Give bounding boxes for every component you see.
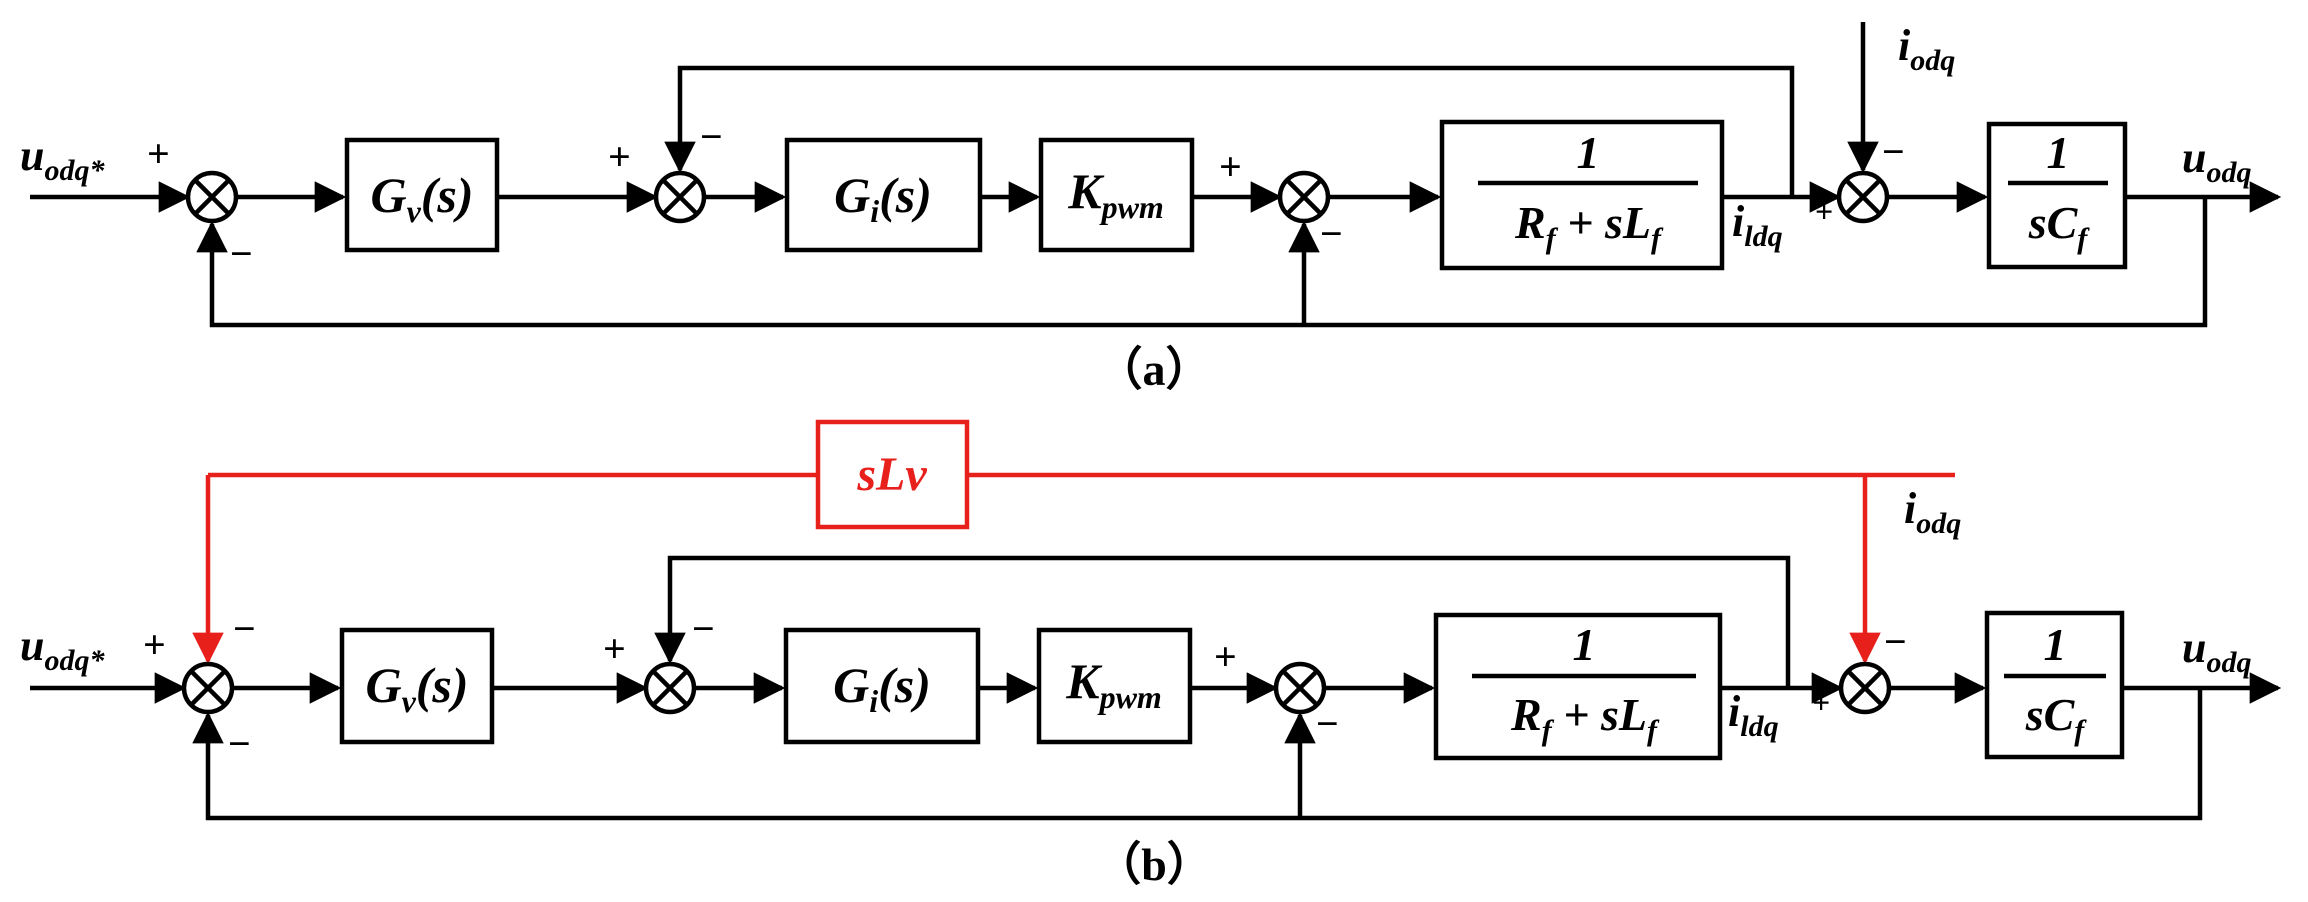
kpwm-label: Kpwm: [1065, 653, 1162, 715]
sign-s3-fb: −: [1316, 701, 1339, 746]
input-label: uodq*: [20, 621, 105, 677]
sign-s3-in: +: [1219, 144, 1242, 189]
sign-s3-fb: −: [1320, 211, 1343, 256]
disturbance-label: iodq: [1904, 484, 1961, 540]
rl-block: [1433, 612, 1723, 761]
sign-s1-virtual: −: [233, 606, 256, 651]
inductor-current-label: ildq: [1732, 197, 1783, 253]
gi-label: Gi(s): [834, 167, 932, 229]
sign-s1-in: +: [143, 622, 166, 667]
kpwm-block: [1038, 137, 1195, 253]
gv-label: Gv(s): [370, 167, 473, 229]
gv-label: Gv(s): [365, 657, 468, 719]
diagram-b: [30, 555, 2282, 821]
sign-s1-fb: −: [228, 721, 251, 766]
sign-s4-in: +: [1815, 193, 1833, 229]
sign-s2-in: +: [608, 134, 631, 179]
output-label: uodq: [2182, 133, 2251, 189]
cf-numerator: 1: [2044, 619, 2067, 670]
cf-numerator: 1: [2047, 127, 2070, 178]
sign-s2-fb: −: [700, 114, 723, 159]
gi-label: Gi(s): [833, 657, 931, 719]
gv-block: [344, 137, 500, 253]
voltage-feedback: [196, 197, 2208, 328]
rl-denominator: Rf + sLf: [1510, 689, 1660, 747]
sign-s3-in: +: [1214, 634, 1237, 679]
cf-block: [1984, 610, 2125, 760]
sum-junction-1: [188, 173, 236, 221]
kpwm-block: [1036, 627, 1193, 745]
sum-junction-2: [646, 664, 694, 712]
diagram-b-labels: uodq* uodq iodq ildq sLv + − − + − + − +…: [20, 448, 2251, 890]
current-feedback: [664, 65, 1795, 197]
cf-denominator: sCf: [2025, 689, 2088, 747]
cf-denominator: sCf: [2028, 197, 2091, 255]
rl-numerator: 1: [1573, 619, 1596, 670]
sign-s2-in: +: [603, 626, 626, 671]
cf-block: [1986, 121, 2128, 270]
rl-denominator: Rf + sLf: [1514, 197, 1664, 255]
sum-junction-4: [1841, 664, 1889, 712]
sign-s1-in: +: [147, 131, 170, 176]
diagram-a: [30, 22, 2282, 328]
output-label: uodq: [2182, 623, 2251, 679]
gi-block: [784, 137, 983, 253]
input-label: uodq*: [20, 131, 105, 187]
sum-junction-4: [1839, 173, 1887, 221]
gi-block: [783, 627, 981, 745]
slv-block: [815, 419, 970, 530]
caption-a: （a）: [1097, 344, 1212, 395]
kpwm-label: Kpwm: [1067, 163, 1164, 225]
sum-junction-2: [656, 173, 704, 221]
sign-s1-fb: −: [230, 231, 253, 276]
rl-block: [1439, 119, 1725, 271]
gv-block: [339, 627, 495, 745]
rl-numerator: 1: [1577, 127, 1600, 178]
virtual-impedance-path: [192, 419, 1955, 665]
sum-junction-1: [184, 664, 232, 712]
slv-label: sLv: [856, 448, 927, 501]
sign-s4-in: +: [1812, 684, 1830, 720]
inductor-current-label: ildq: [1728, 687, 1779, 743]
voltage-feedback: [192, 688, 2203, 821]
current-feedback: [654, 555, 1791, 688]
caption-b: （b）: [1095, 839, 1213, 890]
sign-s4-dist: −: [1882, 129, 1905, 174]
sign-s4-dist: −: [1884, 619, 1907, 664]
sign-s2-fb: −: [692, 606, 715, 651]
diagram-a-labels: uodq* uodq iodq ildq + − + − + − + − Gv(…: [20, 21, 2251, 395]
disturbance-label: iodq: [1898, 21, 1955, 77]
